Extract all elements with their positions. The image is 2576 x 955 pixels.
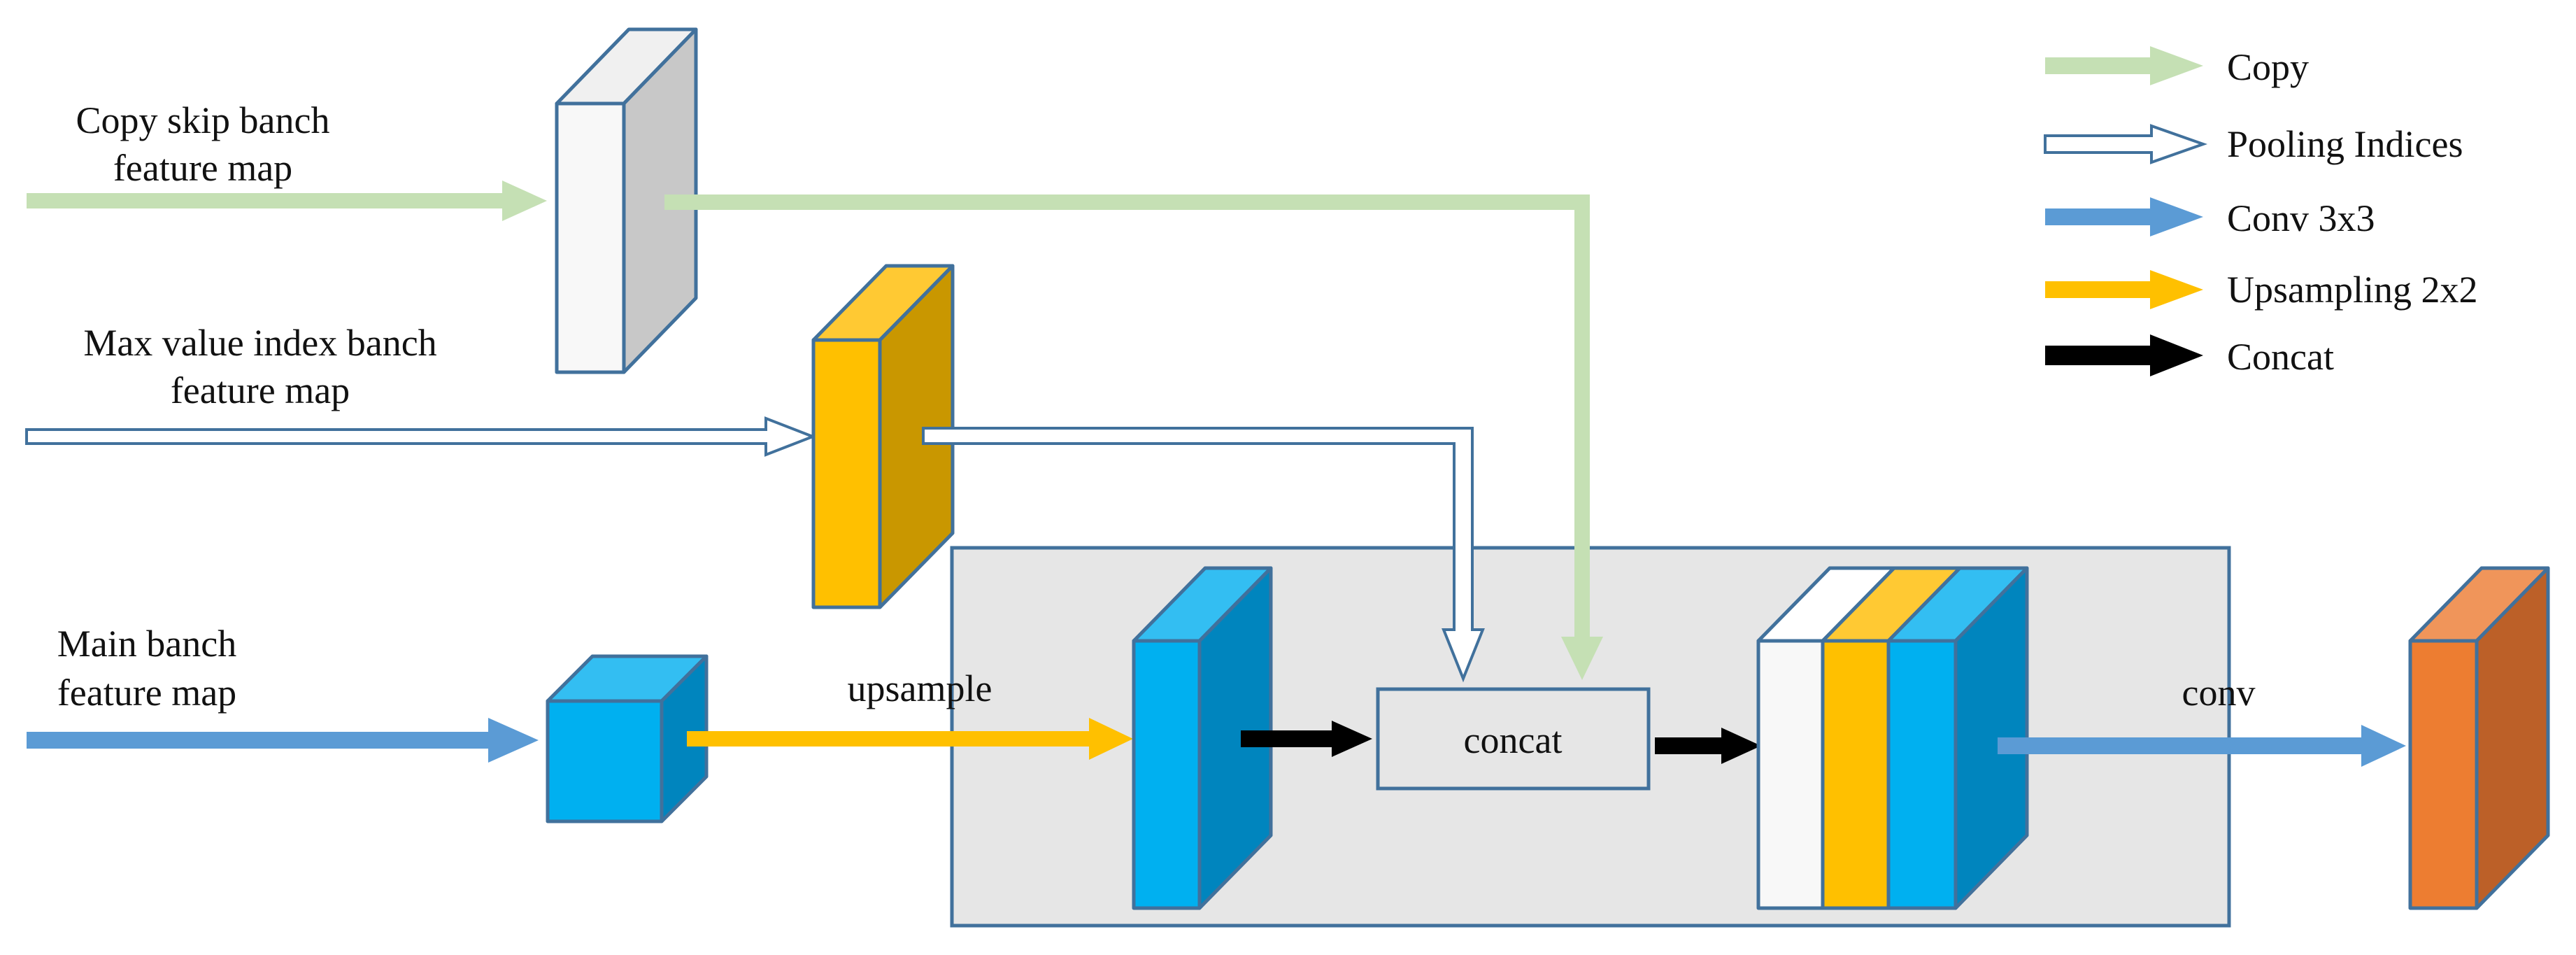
upsampled-feature-block — [1132, 566, 1273, 910]
main-feature-cube — [546, 654, 709, 823]
pooling-branch-label-line1: Max value index banch — [83, 322, 436, 364]
main-input-arrow — [27, 718, 539, 763]
concat-output-arrow — [1655, 728, 1761, 764]
upsample-label: upsample — [848, 667, 992, 709]
legend-concat-label: Concat — [2227, 336, 2334, 378]
concat-box — [1376, 687, 1651, 791]
pooling-route-arrow — [922, 427, 1485, 683]
copy-branch-label-line2: feature map — [113, 147, 292, 189]
legend: Copy Pooling Indices Conv 3x3 Upsampling… — [2044, 46, 2478, 378]
pooling-input-arrow — [25, 416, 817, 457]
pooling-branch-label-line2: feature map — [171, 369, 350, 411]
legend-conv-label: Conv 3x3 — [2227, 197, 2375, 239]
upsample-arrow — [687, 718, 1133, 760]
legend-copy-label: Copy — [2227, 46, 2309, 88]
output-feature-block — [2408, 566, 2550, 910]
concatenated-feature-stack — [1756, 566, 2029, 910]
legend-pooling-label: Pooling Indices — [2227, 123, 2463, 165]
legend-copy-arrow — [2045, 46, 2203, 85]
legend-conv-arrow — [2045, 197, 2203, 236]
main-branch-label-line2: feature map — [57, 672, 236, 714]
concat-input-arrow — [1241, 721, 1372, 757]
main-branch-label-line1: Main banch — [57, 623, 236, 665]
legend-upsampling-arrow — [2045, 270, 2203, 309]
legend-concat-arrow — [2045, 334, 2203, 376]
conv-label: conv — [2182, 672, 2256, 714]
legend-upsampling-label: Upsampling 2x2 — [2227, 269, 2478, 311]
copy-branch-label-line1: Copy skip banch — [76, 99, 330, 141]
legend-pooling-arrow — [2044, 124, 2208, 164]
conv-arrow — [1998, 725, 2406, 767]
copy-input-arrow — [27, 181, 547, 221]
concat-label: concat — [1464, 719, 1563, 761]
copy-skip-feature-block — [555, 27, 698, 374]
copy-route-arrow — [664, 194, 1603, 680]
max-index-feature-block — [811, 264, 955, 609]
